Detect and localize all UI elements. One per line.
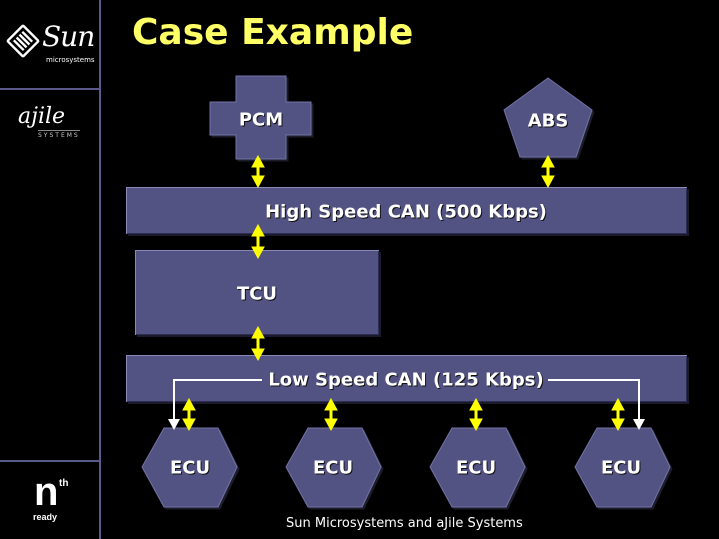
- slide-title: Case Example: [132, 12, 414, 53]
- ecu-node-1: [141, 427, 238, 508]
- sun-logo-icon: [6, 24, 40, 58]
- arrow-lscan-ecu3: [469, 397, 483, 432]
- nth-logo-letter: n: [34, 470, 59, 514]
- ecu-node-3: [429, 427, 526, 508]
- bus-line-right: [548, 379, 645, 430]
- ecu-label-2: ECU: [312, 457, 354, 479]
- abs-label: ABS: [527, 110, 569, 132]
- ecu-node-4: [574, 427, 671, 508]
- high-speed-can-label: High Speed CAN (500 Kbps): [265, 201, 547, 223]
- pcm-label: PCM: [238, 109, 284, 131]
- ecu-label-4: ECU: [600, 457, 642, 479]
- arrow-lscan-ecu1: [182, 397, 196, 432]
- sidebar-divider: [0, 460, 99, 462]
- sun-microsystems-logo: Sun microsystems: [6, 20, 95, 66]
- low-speed-can-label: Low Speed CAN (125 Kbps): [268, 369, 544, 391]
- ecu-node-2: [285, 427, 382, 508]
- arrow-tcu-lscan: [251, 325, 265, 362]
- sidebar: Sun microsystems ajile SYSTEMS n th read…: [0, 0, 101, 539]
- sidebar-divider: [0, 88, 99, 90]
- ajile-logo: ajile SYSTEMS: [8, 104, 92, 144]
- nth-logo-superscript: th: [59, 478, 69, 489]
- nth-ready-logo: n th ready: [30, 472, 80, 524]
- arrow-hscan-tcu: [251, 223, 265, 260]
- ecu-label-1: ECU: [169, 457, 211, 479]
- arrow-abs-hscan: [541, 154, 555, 189]
- low-speed-can-bus: [126, 355, 687, 402]
- arrow-lscan-ecu2: [324, 397, 338, 432]
- tcu-node: [135, 250, 379, 335]
- slide-footer: Sun Microsystems and aJile Systems: [286, 516, 523, 531]
- sun-logo-text: Sun: [42, 20, 95, 53]
- sun-logo-subtext: microsystems: [46, 56, 95, 64]
- ajile-logo-subtext: SYSTEMS: [38, 130, 80, 139]
- tcu-label: TCU: [236, 283, 278, 305]
- high-speed-can-bus: [126, 187, 687, 234]
- arrow-lscan-ecu4: [611, 397, 625, 432]
- ecu-label-3: ECU: [455, 457, 497, 479]
- arrow-pcm-hscan: [251, 154, 265, 189]
- nth-logo-subtext: ready: [33, 512, 58, 522]
- bus-line-left: [168, 379, 262, 430]
- pcm-node: [209, 75, 312, 160]
- ajile-logo-text: ajile: [18, 104, 66, 129]
